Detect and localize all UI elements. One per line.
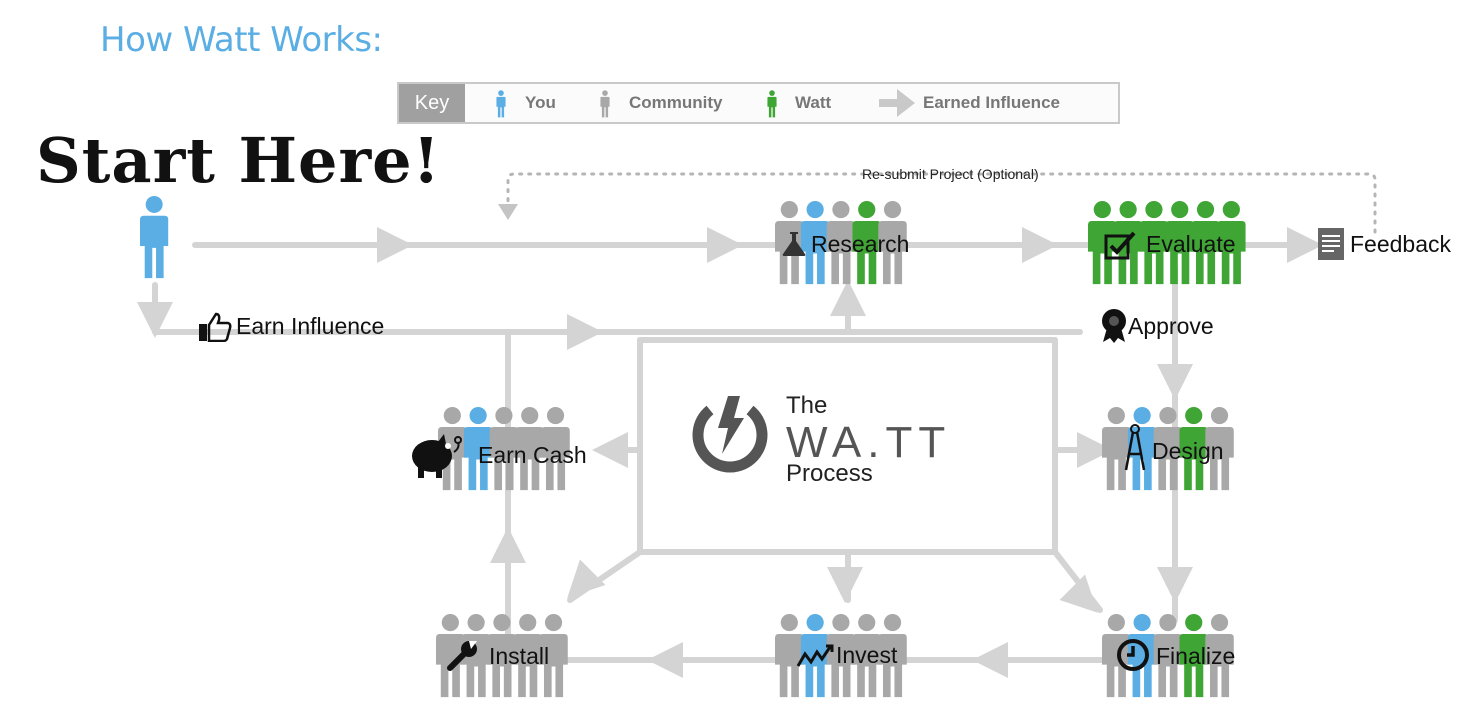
step-label-finalize: Finalize <box>1156 643 1236 669</box>
flow-arrowhead <box>377 227 413 263</box>
flow-arrowhead <box>1157 364 1193 400</box>
earned-influence-arrow-icon <box>879 89 915 117</box>
flow-arrowhead <box>707 227 743 263</box>
step-label-earn-influence: Earn Influence <box>236 313 385 339</box>
community-person-icon <box>599 90 611 118</box>
you-person <box>140 195 169 279</box>
flow-arrowhead <box>137 302 173 338</box>
step-label-approve: Approve <box>1128 313 1214 339</box>
flow-arrowhead <box>647 642 683 678</box>
step-label-earn-cash: Earn Cash <box>478 442 587 468</box>
flow-arrowhead <box>567 559 606 598</box>
legend-item-watt: Watt <box>795 93 832 112</box>
trend-up-icon <box>796 644 834 667</box>
step-label-install: Install <box>489 643 550 669</box>
resubmit-dotted-path <box>506 172 1377 234</box>
resubmit-arrowhead <box>498 204 518 220</box>
document-icon <box>1318 228 1344 260</box>
flow-arrowhead <box>490 527 526 563</box>
you-person-icon <box>495 90 507 118</box>
start-you-figure <box>140 195 169 279</box>
logo-the-text: The <box>786 392 828 419</box>
flow-arrowhead <box>1077 432 1113 468</box>
flow-arrowhead <box>1287 227 1323 263</box>
flow-arrowhead <box>1157 567 1193 603</box>
flow-arrowhead <box>567 314 603 350</box>
legend-key: Key You Community Watt Earned Influence <box>397 82 1120 124</box>
legend-item-you: You <box>525 93 556 112</box>
page-heading: How Watt Works: <box>100 20 383 60</box>
clock-icon <box>1117 639 1149 671</box>
flow-arrowhead <box>830 280 866 316</box>
step-label-feedback: Feedback <box>1350 231 1452 257</box>
legend-key-title: Key <box>399 84 465 122</box>
flow-arrowhead <box>827 567 863 603</box>
compass-icon <box>1124 424 1146 471</box>
wrench-icon <box>447 641 477 671</box>
flow-arrowhead <box>972 642 1008 678</box>
start-here-label: Start Here! <box>36 124 441 197</box>
flow-arrowhead <box>592 432 628 468</box>
checkbox-icon <box>1104 231 1136 260</box>
logo-process-text: Process <box>786 460 873 487</box>
legend-item-community: Community <box>629 93 723 112</box>
flask-icon <box>782 232 806 256</box>
step-label-evaluate: Evaluate <box>1146 231 1236 257</box>
watt-person-icon <box>766 90 778 118</box>
resubmit-label: Re-submit Project (Optional) <box>862 166 1039 182</box>
award-badge-icon <box>1102 309 1126 343</box>
flow-arrowhead <box>1059 574 1098 613</box>
step-label-research: Research <box>811 231 910 257</box>
step-label-invest: Invest <box>836 642 898 668</box>
flow-arrowhead <box>1022 227 1058 263</box>
watt-power-logo-icon <box>692 396 768 473</box>
logo-watt-text: WA.TT <box>786 418 952 467</box>
legend-item-earned-influence: Earned Influence <box>923 93 1060 112</box>
thumbs-up-icon <box>199 312 232 342</box>
piggy-bank-icon <box>412 434 462 478</box>
step-label-design: Design <box>1152 438 1224 464</box>
